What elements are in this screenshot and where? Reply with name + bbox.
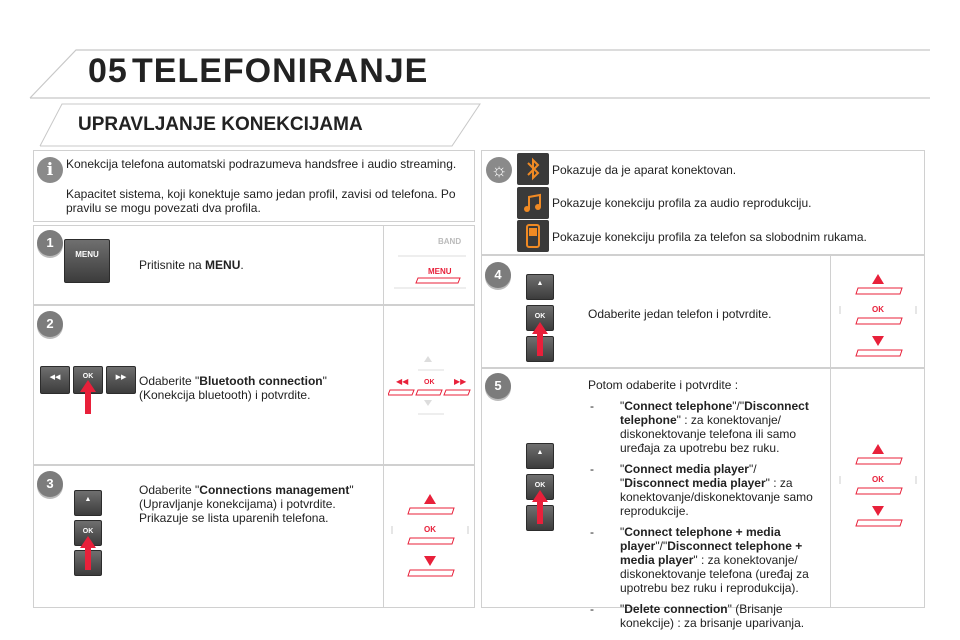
info-panel	[33, 150, 475, 222]
legend-text-audio: Pokazuje konekciju profila za audio repr…	[552, 196, 812, 210]
step-2-panel-illustration: ◀◀ OK ▶▶	[388, 356, 471, 415]
step-5-text: Potom odaberite i potvrdite : "Connect t…	[588, 378, 823, 630]
up-key-icon: ▲	[526, 274, 554, 300]
step-1-text: Pritisnite na MENU.	[139, 258, 244, 272]
press-arrow-icon	[532, 322, 548, 356]
up-key-icon: ▲	[526, 443, 554, 469]
legend-panel	[481, 150, 925, 255]
press-arrow-icon	[80, 380, 96, 414]
legend-text-handsfree: Pokazuje konekciju profila za telefon sa…	[552, 230, 867, 244]
step-4-text: Odaberite jedan telefon i potvrdite.	[588, 307, 772, 321]
phone-icon	[517, 220, 549, 252]
svg-text:OK: OK	[872, 305, 884, 314]
option-item: "Connect telephone + media player"/"Disc…	[588, 525, 823, 595]
step-5-options: "Connect telephone"/"Disconnect telephon…	[588, 399, 823, 630]
option-item: "Connect telephone"/"Disconnect telephon…	[588, 399, 823, 455]
page-title: TELEFONIRANJE	[132, 52, 429, 90]
svg-text:◀◀: ◀◀	[396, 377, 409, 386]
step-4-panel-illustration: OK	[839, 274, 917, 357]
step-1-badge: 1	[37, 230, 63, 256]
svg-text:OK: OK	[424, 525, 436, 534]
step-3-panel-illustration: OK	[391, 494, 469, 577]
step-3-panel	[33, 465, 475, 608]
rewind-key-icon: ◀◀	[40, 366, 70, 394]
option-item: "Delete connection" (Brisanje konekcije)…	[588, 602, 823, 630]
press-arrow-icon	[532, 490, 548, 524]
step-5-badge: 5	[485, 373, 511, 399]
light-icon: ☼	[486, 157, 512, 183]
up-key-icon: ▲	[74, 490, 102, 516]
svg-text:OK: OK	[872, 475, 884, 484]
section-title: UPRAVLJANJE KONEKCIJAMA	[78, 114, 363, 135]
info-text-2: Kapacitet sistema, koji konektuje samo j…	[66, 187, 456, 215]
step-5-intro: Potom odaberite i potvrdite :	[588, 378, 739, 392]
svg-text:MENU: MENU	[428, 267, 452, 276]
music-note-icon	[517, 187, 549, 219]
option-item: "Connect media player"/ "Disconnect medi…	[588, 462, 823, 518]
step-1-panel-illustration: BAND MENU	[394, 237, 466, 289]
svg-text:OK: OK	[424, 379, 435, 386]
svg-text:BAND: BAND	[438, 237, 461, 246]
step-5-panel-illustration: OK	[839, 444, 917, 527]
step-3-badge: 3	[37, 471, 63, 497]
menu-key-icon: MENU	[64, 239, 110, 283]
forward-key-icon: ▶▶	[106, 366, 136, 394]
header-decoration	[29, 49, 930, 147]
press-arrow-icon	[80, 536, 96, 570]
bluetooth-icon	[517, 153, 549, 185]
svg-text:▶▶: ▶▶	[454, 377, 467, 386]
step-3-text: Odaberite "Connections management" (Upra…	[139, 483, 354, 525]
info-text-1: Konekcija telefona automatski podrazumev…	[66, 157, 457, 171]
step-2-badge: 2	[37, 311, 63, 337]
step-4-panel	[481, 255, 925, 368]
step-4-badge: 4	[485, 262, 511, 288]
step-2-text: Odaberite "Bluetooth connection" (Konekc…	[139, 374, 327, 402]
legend-text-bluetooth: Pokazuje da je aparat konektovan.	[552, 163, 737, 177]
info-icon: i	[37, 157, 63, 183]
chapter-number: 05	[88, 52, 128, 90]
